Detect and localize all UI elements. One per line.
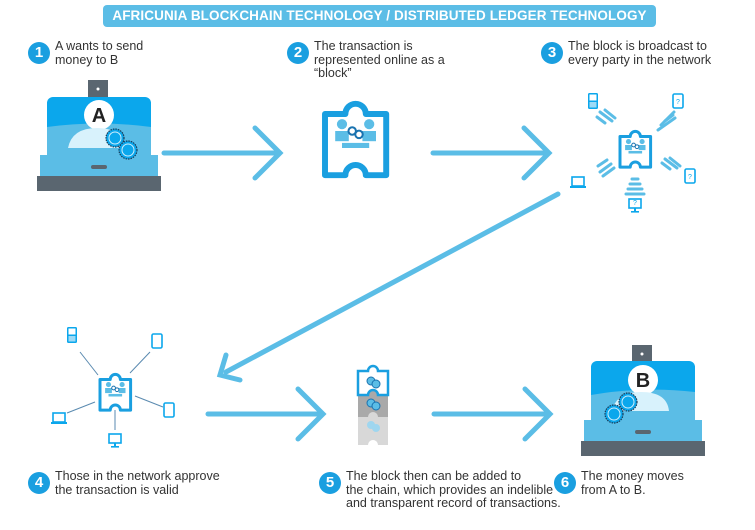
laptop-user-b-icon: B: [581, 345, 705, 456]
step-6-badge: 6: [554, 472, 576, 494]
monitor-icon: [108, 433, 122, 449]
arrow-1-to-2: [161, 125, 284, 181]
phone-icon: [588, 93, 598, 109]
arrow-2-to-3: [430, 125, 553, 181]
phone-icon: [67, 327, 77, 343]
step-4-caption: 4 Those in the network approve the trans…: [28, 469, 220, 497]
tablet-icon: [163, 402, 175, 418]
chain-blocks-icon: [356, 364, 390, 445]
puzzle-block-icon: [325, 104, 386, 175]
arrow-4-to-5: [205, 386, 327, 442]
step-5-caption: 5 The block then can be added to the cha…: [319, 469, 561, 511]
laptop-user-a-icon: A: [37, 80, 161, 191]
step-6-caption: 6 The money moves from A to B.: [554, 469, 684, 497]
question-mark: ?: [676, 99, 680, 106]
user-b-label: B: [636, 370, 650, 392]
tablet-icon: [151, 333, 163, 349]
step-1-text: A wants to send money to B: [55, 39, 144, 67]
step-1-badge: 1: [28, 42, 50, 64]
step-4-text: Those in the network approve the transac…: [55, 469, 220, 497]
step-3-caption: 3 The block is broadcast to every party …: [541, 39, 712, 67]
question-mark: ?: [633, 200, 637, 207]
step-6-text: The money moves from A to B.: [581, 469, 684, 497]
step-4-badge: 4: [28, 472, 50, 494]
step-5-text: The block then can be added to the chain…: [346, 469, 561, 510]
laptop-icon: [50, 412, 68, 425]
broadcast-network-icon: ? ? ?: [569, 93, 696, 214]
step-2-text: The transaction is represented online as…: [314, 39, 445, 80]
step-1-caption: 1 A wants to send money to B: [28, 39, 144, 67]
step-5-badge: 5: [319, 472, 341, 494]
approval-network-icon: [50, 327, 175, 449]
arrow-5-to-6: [431, 386, 554, 442]
step-2-badge: 2: [287, 42, 309, 64]
question-mark: ?: [688, 174, 692, 181]
step-3-text: The block is broadcast to every party in…: [568, 39, 712, 67]
user-a-label: A: [92, 105, 106, 127]
diagram-title: AFRICUNIA BLOCKCHAIN TECHNOLOGY / DISTRI…: [103, 5, 656, 27]
laptop-icon: [569, 176, 587, 189]
step-3-badge: 3: [541, 42, 563, 64]
coin-icon: [604, 404, 624, 424]
step-2-caption: 2 The transaction is represented online …: [287, 39, 445, 81]
arrow-3-to-4: [216, 191, 561, 383]
coin-icon: [118, 140, 138, 160]
